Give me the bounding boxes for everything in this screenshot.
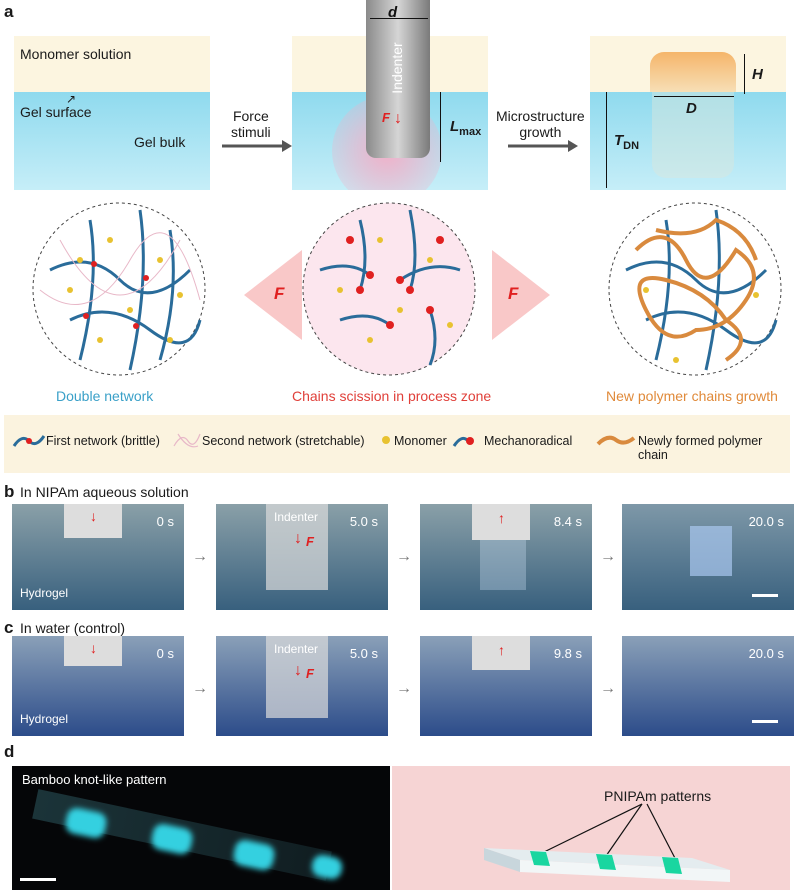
legend-box bbox=[4, 415, 790, 473]
arrow-c3: → bbox=[600, 680, 616, 697]
mechanoradical-icon bbox=[452, 436, 474, 447]
pnipam-bar bbox=[484, 803, 730, 882]
caption-new-growth: New polymer chains growth bbox=[606, 388, 778, 404]
scission-circle bbox=[302, 202, 476, 376]
pnipam-diagram: PNIPAm patterns bbox=[392, 766, 790, 890]
diameter-line bbox=[370, 18, 428, 19]
lmax-line bbox=[440, 92, 441, 162]
panel-d-label: d bbox=[4, 742, 15, 761]
tdn-line bbox=[606, 92, 607, 188]
indenter-cylinder bbox=[366, 0, 430, 158]
caption-chain-scission: Chains scission in process zone bbox=[292, 388, 492, 404]
bamboo-photo: Bamboo knot-like pattern bbox=[12, 766, 390, 890]
photo-b-4: 20.0 s bbox=[622, 504, 794, 610]
gel-bulk-label: Gel bulk bbox=[134, 134, 186, 150]
tdn-label: TDN bbox=[614, 132, 640, 152]
double-network-circle bbox=[32, 202, 206, 376]
arrow-c1: → bbox=[192, 680, 208, 697]
photo-c-2: Indenter ↓ F 5.0 s bbox=[216, 636, 388, 736]
panel-b-label: b bbox=[4, 482, 15, 501]
photo-b-1: ↓ 0 s Hydrogel bbox=[12, 504, 184, 610]
gel-schematic-right bbox=[590, 36, 786, 190]
photo-c-4: 20.0 s bbox=[622, 636, 794, 736]
panel-c-label: c bbox=[4, 618, 14, 637]
panel-c-title: In water (control) bbox=[20, 620, 126, 636]
force-left-label: F bbox=[274, 284, 285, 303]
panel-a-label: a bbox=[4, 2, 14, 21]
h-line bbox=[744, 54, 745, 94]
force-left-arrow bbox=[244, 250, 302, 340]
gel-surface-label: Gel surface bbox=[20, 104, 92, 120]
force-right-arrow bbox=[492, 250, 550, 340]
h-label: H bbox=[752, 66, 763, 83]
legend-second-network: Second network (stretchable) bbox=[202, 434, 365, 448]
first-network-icon bbox=[12, 435, 46, 447]
lmax-label: Lmax bbox=[450, 118, 482, 138]
force-f-label: F bbox=[382, 110, 390, 125]
monomer-icon bbox=[382, 436, 390, 444]
d-width-label: D bbox=[686, 100, 697, 117]
indenter-label: Indenter bbox=[389, 42, 405, 94]
legend-new-chain: Newly formed polymer chain bbox=[638, 434, 763, 462]
legend-first-network: First network (brittle) bbox=[46, 434, 160, 448]
panel-b-title: In NIPAm aqueous solution bbox=[20, 484, 189, 500]
legend-monomer: Monomer bbox=[394, 434, 447, 448]
force-right-label: F bbox=[508, 284, 519, 303]
photo-b-2: Indenter ↓ F 5.0 s bbox=[216, 504, 388, 610]
growth-arrow bbox=[508, 140, 578, 152]
caption-double-network: Double network bbox=[56, 388, 154, 404]
diameter-d-label: d bbox=[388, 4, 398, 21]
d-width-line bbox=[654, 96, 734, 97]
new-growth-circle bbox=[608, 202, 782, 376]
legend-mechanoradical: Mechanoradical bbox=[484, 434, 573, 448]
pnipam-title: PNIPAm patterns bbox=[604, 788, 712, 804]
arrow-b2: → bbox=[396, 548, 412, 565]
force-stimuli-arrow bbox=[222, 140, 292, 152]
scale-bar bbox=[752, 594, 778, 597]
second-network-icon bbox=[173, 433, 201, 448]
monomer-solution-label: Monomer solution bbox=[20, 46, 132, 62]
pointer-arrow: ↗ bbox=[66, 92, 77, 106]
new-chain-icon bbox=[596, 435, 636, 446]
scale-bar bbox=[20, 878, 56, 881]
photo-c-1: ↓ 0 s Hydrogel bbox=[12, 636, 184, 736]
arrow-b3: → bbox=[600, 548, 616, 565]
scale-bar bbox=[752, 720, 778, 723]
arrow-c2: → bbox=[396, 680, 412, 697]
arrow-b1: → bbox=[192, 548, 208, 565]
gel-schematic-left: Monomer solution ↗ Gel surface Gel bulk bbox=[14, 36, 210, 190]
photo-c-3: ↑ 9.8 s bbox=[420, 636, 592, 736]
photo-b-3: ↑ 8.4 s bbox=[420, 504, 592, 610]
force-down-arrow: ↓ bbox=[394, 110, 402, 127]
